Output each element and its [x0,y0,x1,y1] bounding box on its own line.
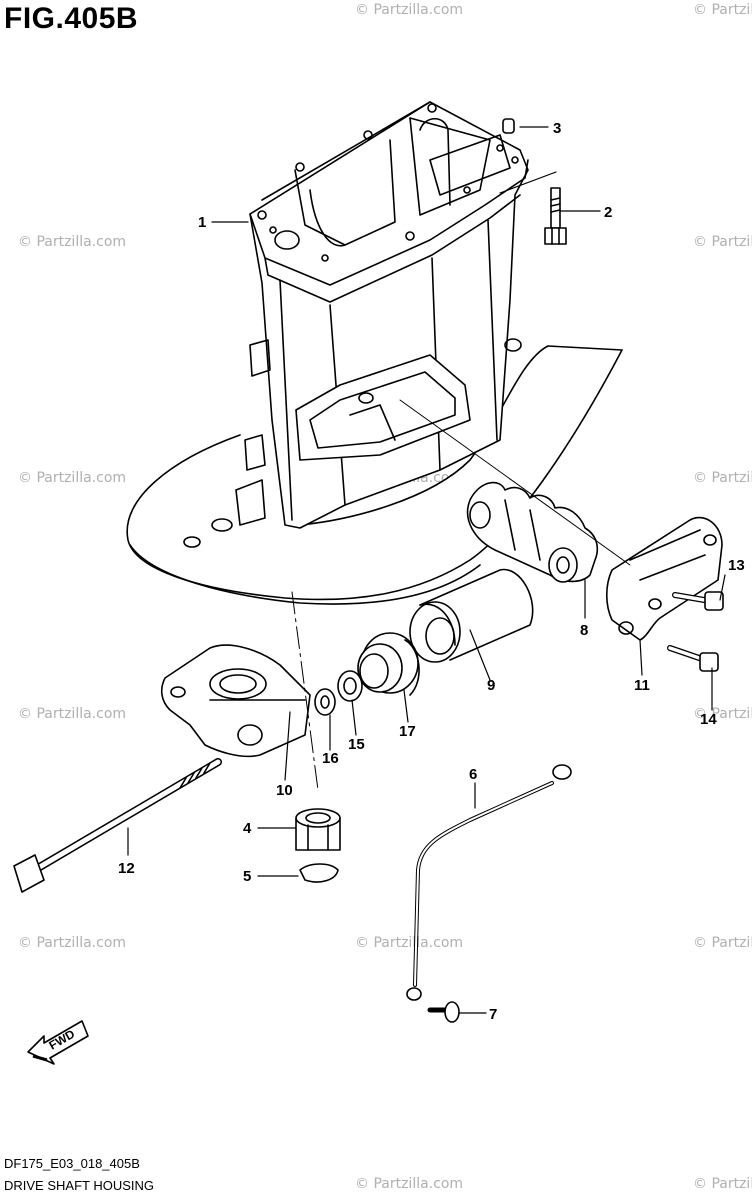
centerline [291,591,319,791]
callout-10: 10 [276,782,293,799]
callout-14: 14 [700,711,717,728]
callout-16: 16 [322,750,339,767]
watermark: © Partzilla.com [693,935,752,951]
watermark: © Partzilla.com [18,234,126,250]
housing-bolt [544,187,567,245]
watermark: © Partzilla.com [693,2,752,18]
forward-arrow-icon: FWD [27,1020,89,1065]
callout-12: 12 [118,860,135,877]
leader-lines [127,126,726,1014]
watermark: © Partzilla.com [693,706,752,722]
watermark: © Partzilla.com [18,706,126,722]
ground-screw [427,1001,460,1023]
ground-wire [406,764,572,1001]
rubber-mount [466,481,599,583]
washer [337,670,363,702]
callout-4: 4 [243,820,252,837]
callout-5: 5 [243,868,251,885]
watermark: © Partzilla.com [693,1176,752,1192]
long-bolt [13,758,222,893]
callout-13: 13 [728,557,745,574]
callout-8: 8 [580,622,588,639]
bracket-bolt-upper [672,591,724,611]
watermark: © Partzilla.com [18,935,126,951]
figure-caption: DRIVE SHAFT HOUSING [4,1178,155,1193]
callout-6: 6 [469,766,477,783]
assembly-line [399,399,631,566]
callout-9: 9 [487,677,495,694]
cylinder-mount [409,568,534,663]
retaining-clip [299,863,339,883]
hex-nut [295,808,341,851]
watermark: © Partzilla.com [355,1176,463,1192]
callout-3: 3 [553,120,561,137]
spacer-washer [314,688,336,716]
bracket-bolt-lower [667,645,719,672]
callout-17: 17 [399,723,416,740]
callout-7: 7 [489,1006,497,1023]
callout-1: 1 [198,214,206,231]
figure-code: DF175_E03_018_405B [4,1156,140,1171]
figure-title: FIG.405B [4,2,139,35]
callout-15: 15 [348,736,365,753]
mount-bracket [605,516,723,641]
callout-11: 11 [634,677,650,694]
watermark: © Partzilla.com [18,470,126,486]
shaft-clamp [160,644,311,758]
watermark: © Partzilla.com [693,234,752,250]
callout-2: 2 [604,204,612,221]
dowel-pin [502,118,515,134]
watermark: © Partzilla.com [355,2,463,18]
grommet [357,632,420,696]
callout-labels: 1 2 3 4 5 6 7 8 9 10 11 12 13 14 15 16 1… [118,120,745,1023]
drive-shaft-housing [126,101,623,605]
watermark: © Partzilla.com [693,470,752,486]
watermark: © Partzilla.com [355,935,463,951]
